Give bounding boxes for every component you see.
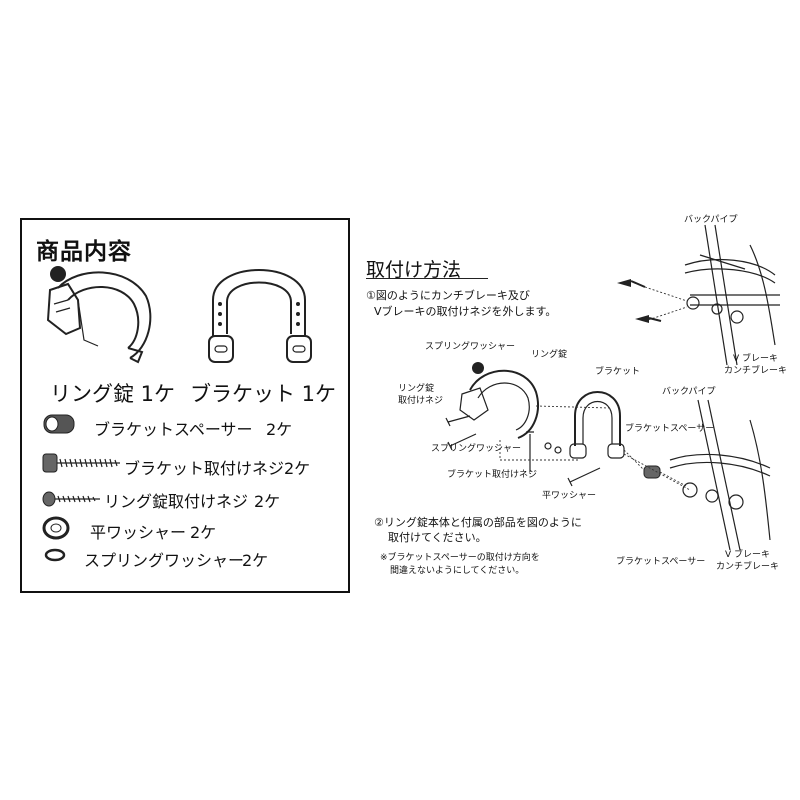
step2-line2: 取付けてください。 [388, 531, 487, 544]
part-name-bracket-screw: ブラケット取付けネジ [124, 459, 285, 478]
bottom-brake-label-1: V ブレーキ [725, 550, 771, 560]
mid-back-pipe-label: バックパイプ [662, 387, 716, 397]
ring-lock-screw-label-2: 取付けネジ [398, 396, 444, 406]
install-title-underline [366, 278, 488, 279]
bracket-spacer-bottom-label: ブラケットスペーサー [616, 557, 706, 567]
part-name-flat-washer: 平ワッシャー [90, 523, 187, 542]
part-name-ring-lock-screw: リング錠取付けネジ [104, 492, 249, 511]
ring-lock-screw-label-1: リング錠 [398, 384, 435, 394]
install-title: 取付け方法 [366, 259, 462, 281]
ring-lock-illustration [46, 266, 152, 364]
step1-line2: Vブレーキの取付けネジを外します。 [374, 305, 557, 318]
spring-washer-top-label: スプリングワッシャー [425, 342, 516, 352]
ring-lock-label: リング錠 1ケ [50, 382, 176, 406]
part-name-spacer: ブラケットスペーサー [94, 420, 253, 439]
ring-lock-screw-icon [42, 491, 100, 507]
part-qty-bracket-screw: 2ケ [284, 459, 311, 478]
contents-title: 商品内容 [36, 239, 132, 265]
step1-line1: ①図のようにカンチブレーキ及び [366, 289, 530, 302]
spacer-icon [43, 414, 75, 434]
contents-panel [20, 218, 350, 593]
part-qty-flat-washer: 2ケ [190, 523, 217, 542]
ring-lock-label-diagram: リング錠 [531, 350, 568, 360]
part-name-spring-washer: スプリングワッシャー [84, 551, 245, 570]
bottom-brake-label-2: カンチブレーキ [716, 562, 780, 572]
part-qty-spring-washer: 2ケ [242, 551, 269, 570]
note-line2: 間違えないようにしてください。 [390, 566, 525, 576]
flat-washer-label: 平ワッシャー [542, 491, 597, 501]
step2-line1: ②リング錠本体と付属の部品を図のように [374, 516, 582, 529]
part-qty-ring-lock-screw: 2ケ [254, 492, 281, 511]
bracket-screw-label: ブラケット取付けネジ [447, 470, 538, 480]
top-brake-label-2: カンチブレーキ [724, 366, 788, 376]
flat-washer-icon [42, 516, 70, 540]
top-back-pipe-label: バックパイプ [684, 215, 738, 225]
part-qty-spacer: 2ケ [266, 420, 293, 439]
bracket-screw-icon [42, 453, 120, 473]
brake-removal-diagram [617, 224, 780, 366]
bracket-illustration [208, 269, 312, 363]
spring-washer-icon [44, 548, 66, 562]
bracket-label-diagram: ブラケット [595, 367, 641, 377]
assembly-diagram [445, 362, 771, 551]
top-brake-label-1: V ブレーキ [733, 354, 779, 364]
bracket-spacer-label: ブラケットスペーサー [625, 424, 715, 434]
note-line1: ※ブラケットスペーサーの取付け方向を [380, 553, 540, 563]
spring-washer-bottom-label: スプリングワッシャー [431, 444, 522, 454]
bracket-label: ブラケット 1ケ [190, 382, 337, 406]
